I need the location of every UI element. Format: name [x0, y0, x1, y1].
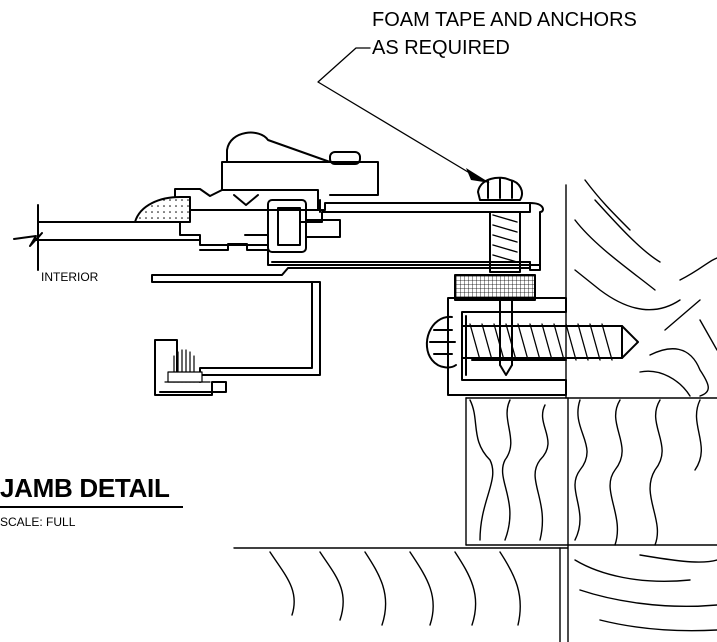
floor-section: [233, 397, 717, 642]
wood-buck: [469, 399, 703, 546]
callout-leader: [317, 47, 479, 179]
vertical-screw: [477, 176, 523, 376]
scale-note: SCALE: FULL: [0, 515, 76, 529]
weatherstrip-pile: [164, 349, 211, 383]
sash-frame: [174, 188, 531, 266]
callout-text-line-1: FOAM TAPE AND ANCHORS: [372, 9, 637, 31]
sash-lock-hardware: [221, 131, 379, 206]
interior-label: INTERIOR: [41, 270, 99, 284]
callout-text-line-2: AS REQUIRED: [372, 37, 510, 59]
detail-title: JAMB DETAIL: [0, 473, 170, 503]
title-underline: [0, 506, 183, 508]
foam-tape: [454, 274, 536, 301]
wood-jamb: [465, 179, 717, 546]
horizontal-anchor-screw: [425, 315, 639, 369]
main-frame: [151, 202, 544, 396]
glazing-gasket: [134, 196, 191, 223]
callout-arrowhead: [466, 168, 490, 183]
